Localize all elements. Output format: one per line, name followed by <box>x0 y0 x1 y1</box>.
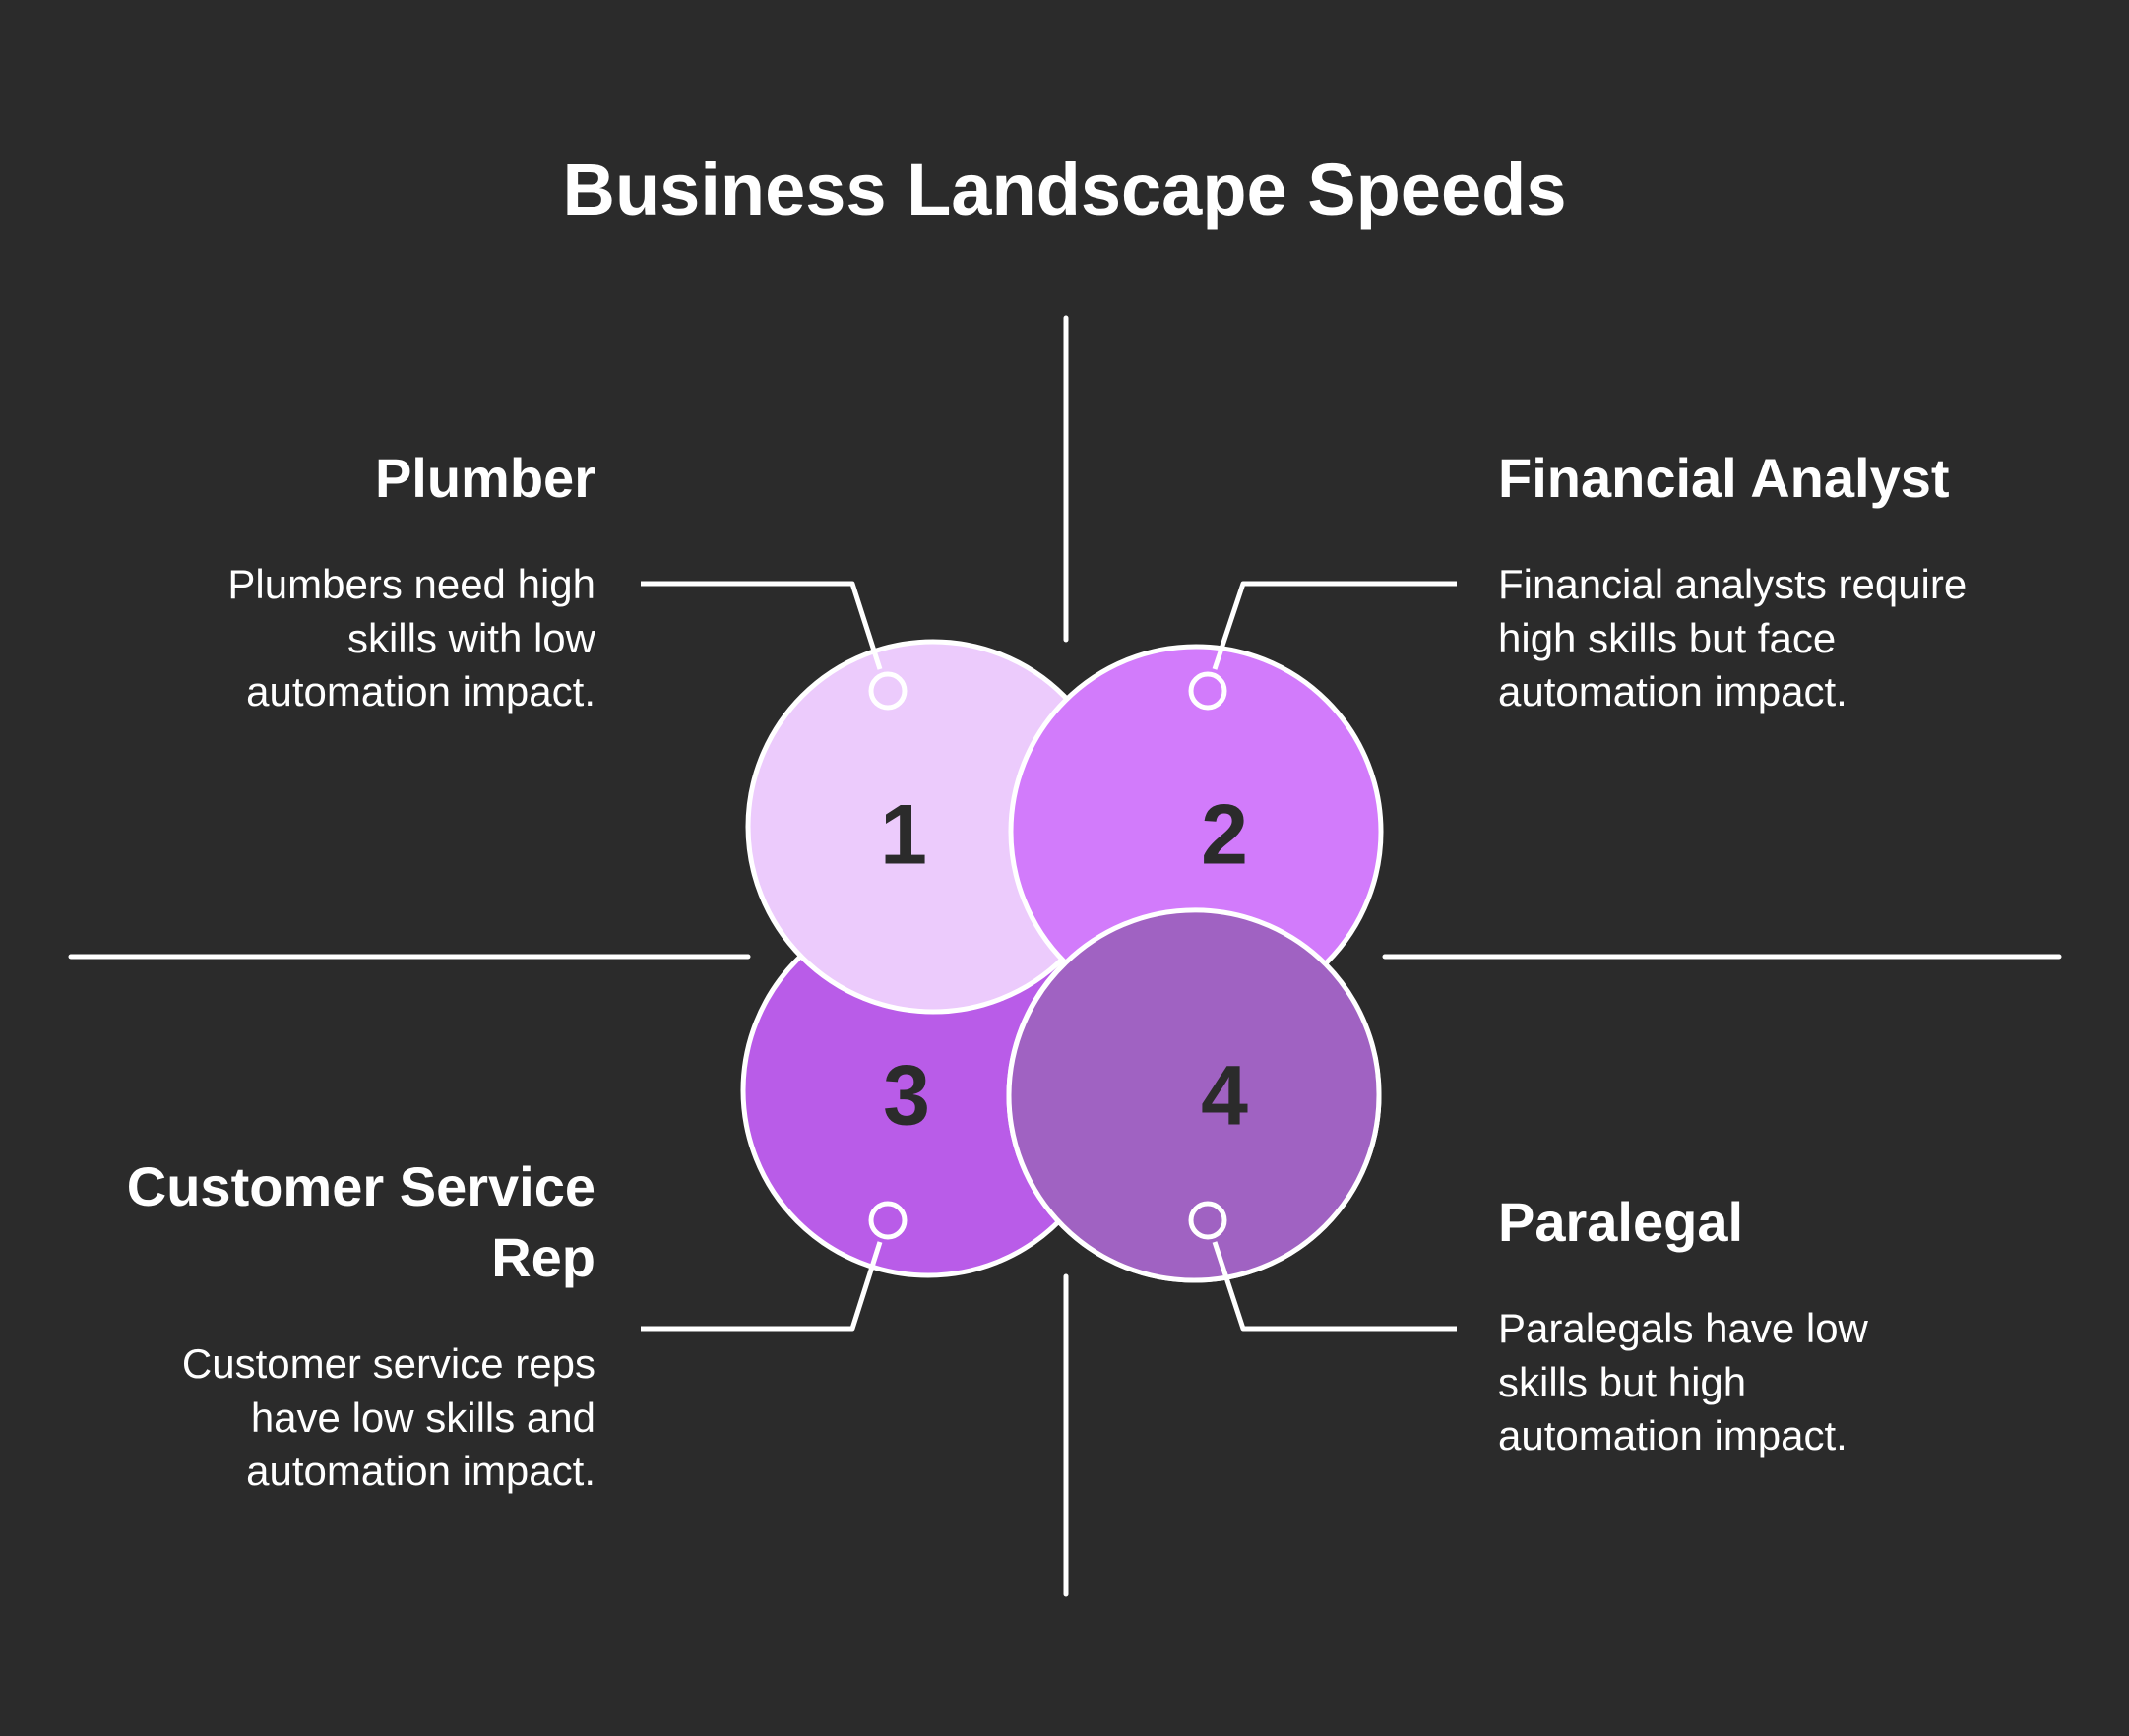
circle-4-overlap <box>1006 907 1382 1283</box>
circle-number-4: 4 <box>1201 1049 1248 1144</box>
connector-dot-3 <box>868 1201 908 1240</box>
connector-1 <box>641 581 883 670</box>
circle-number-2: 2 <box>1201 788 1248 883</box>
quadrant-3-title: Customer Service Rep <box>126 1155 595 1288</box>
quadrant-4-title: Paralegal <box>1498 1191 1744 1253</box>
quadrant-3-description: Customer service reps have low skills an… <box>181 1340 595 1494</box>
connector-dot-4 <box>1188 1201 1227 1240</box>
quadrant-1-description: Plumbers need high skills with low autom… <box>227 561 595 714</box>
connector-2 <box>1212 581 1457 670</box>
quadrant-2-title: Financial Analyst <box>1498 447 1950 509</box>
circle-number-1: 1 <box>880 788 927 883</box>
circle-number-3: 3 <box>883 1049 930 1144</box>
quadrant-1-title: Plumber <box>374 447 595 509</box>
connector-3 <box>641 1241 883 1332</box>
quadrant-2-description: Financial analysts require high skills b… <box>1498 561 1968 714</box>
connector-4 <box>1212 1241 1457 1332</box>
connector-dot-2 <box>1188 671 1227 711</box>
diagram-title: Business Landscape Speeds <box>562 149 1567 230</box>
connector-dot-1 <box>868 671 908 711</box>
quadrant-4-description: Paralegals have low skills but high auto… <box>1498 1305 1868 1458</box>
